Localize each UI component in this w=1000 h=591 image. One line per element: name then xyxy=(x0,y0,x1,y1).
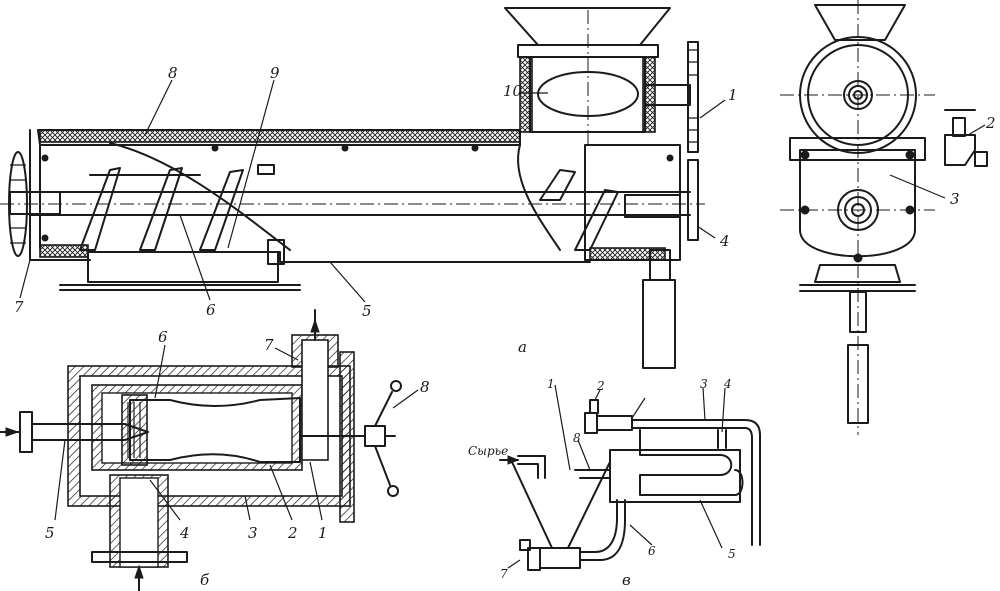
pulley-1 xyxy=(687,41,699,153)
end-lower-housing xyxy=(799,149,916,258)
valve-nut xyxy=(364,425,386,447)
label-a-8: 8 xyxy=(168,64,178,82)
label-c-8: 8 xyxy=(573,431,581,445)
label-c-2: 2 xyxy=(596,379,605,393)
label-c-3: 3 xyxy=(700,377,708,391)
valve-2 xyxy=(584,412,598,434)
label-b-4: 4 xyxy=(179,524,190,542)
inspection-window xyxy=(257,164,275,175)
label-c-7: 7 xyxy=(500,567,508,581)
label-a-5: 5 xyxy=(362,302,372,320)
label-c-4: 4 xyxy=(723,377,732,391)
motor xyxy=(642,279,676,369)
inlet-label: Сырье xyxy=(468,444,508,458)
label-a-7: 7 xyxy=(14,298,24,316)
chamber-jacket-left xyxy=(519,56,533,133)
figure-b-nozzle: 6 7 8 5 4 3 2 1 б xyxy=(0,309,430,591)
label-b-2: 2 xyxy=(287,524,298,542)
label-b-3: 3 xyxy=(248,524,258,542)
label-a-6: 6 xyxy=(206,301,216,319)
caption-c: в xyxy=(622,571,631,589)
label-b-8: 8 xyxy=(420,378,430,396)
figure-a-end-view: 2 3 xyxy=(780,0,996,435)
label-b-6: 6 xyxy=(158,328,168,346)
hopper-1 xyxy=(511,461,611,549)
label-c-1: 1 xyxy=(547,377,555,391)
caption-a: а xyxy=(518,338,527,356)
label-b-7: 7 xyxy=(264,336,274,354)
figure-c-schematic: Сырье 1 2 3 4 5 6 7 8 в xyxy=(468,377,761,589)
venturi-tube xyxy=(129,397,301,463)
caption-b: б xyxy=(200,571,210,589)
end-hopper xyxy=(814,4,906,41)
valve-7 xyxy=(527,547,541,571)
pulley-4 xyxy=(687,159,699,241)
label-a-2: 2 xyxy=(985,114,996,132)
label-a-9: 9 xyxy=(270,64,280,82)
lower-drive-shaft xyxy=(624,194,681,218)
label-b-5: 5 xyxy=(45,524,55,542)
heat-exchanger xyxy=(609,449,741,503)
insulation-jacket-right xyxy=(589,247,666,261)
needle-flange xyxy=(19,411,33,453)
steam-valve xyxy=(944,134,976,166)
chamber-jacket-right xyxy=(642,56,656,133)
label-a-4: 4 xyxy=(719,232,730,250)
label-b-1: 1 xyxy=(318,524,328,542)
insulation-jacket-top xyxy=(39,129,521,143)
label-c-5: 5 xyxy=(728,547,736,561)
label-c-6: 6 xyxy=(648,544,656,558)
left-shaft-end xyxy=(9,191,61,215)
figure-a-side-view: 8 9 10 1 4 7 6 5 а xyxy=(0,7,738,369)
label-a-10: 10 xyxy=(503,82,523,100)
top-drive-shaft xyxy=(644,84,691,106)
label-a-1: 1 xyxy=(728,86,738,104)
base-trough xyxy=(87,251,279,283)
label-a-3: 3 xyxy=(950,190,960,208)
